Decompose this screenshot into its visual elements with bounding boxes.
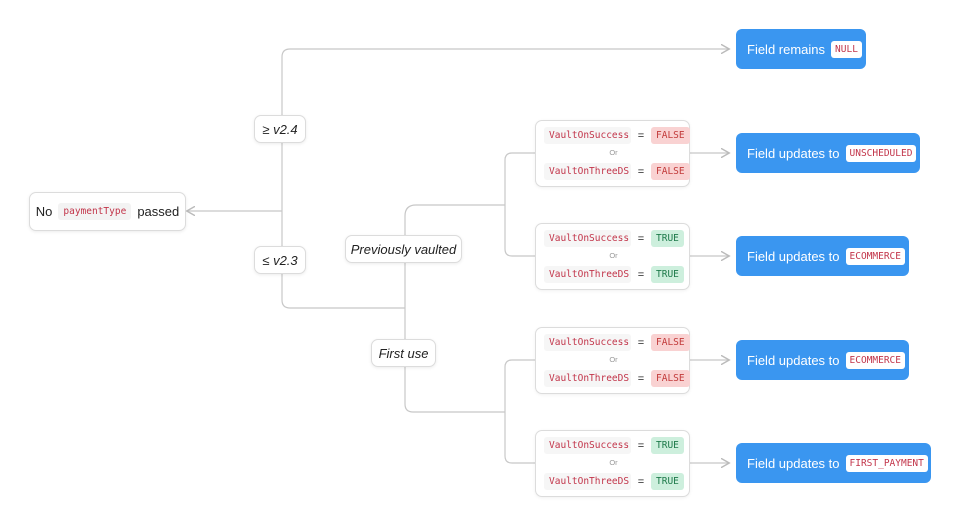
- condition-value: TRUE: [651, 437, 684, 454]
- condition-value: TRUE: [651, 473, 684, 490]
- condition-value: FALSE: [651, 334, 690, 351]
- condition-box: VaultOnSuccess = FALSE Or VaultOnThreeDS = F…: [535, 120, 690, 187]
- result-ecommerce: Field updates to ECOMMERCE: [736, 340, 909, 380]
- version-new-node: ≥ v2.4: [254, 115, 306, 143]
- equals-sign: =: [637, 268, 645, 281]
- result-label: Field updates to: [747, 352, 840, 368]
- equals-sign: =: [637, 336, 645, 349]
- version-old-node: ≤ v2.3: [254, 246, 306, 274]
- result-unscheduled: Field updates to UNSCHEDULED: [736, 133, 920, 173]
- result-tag: ECOMMERCE: [845, 247, 905, 265]
- condition-var: VaultOnSuccess: [544, 127, 631, 144]
- condition-var: VaultOnThreeDS: [544, 266, 631, 283]
- root-node: No paymentType passed: [29, 192, 186, 231]
- equals-sign: =: [637, 129, 645, 142]
- or-label: Or: [609, 148, 618, 157]
- condition-var: VaultOnThreeDS: [544, 163, 631, 180]
- result-label: Field updates to: [747, 455, 840, 471]
- result-ecommerce: Field updates to ECOMMERCE: [736, 236, 909, 276]
- result-tag: NULL: [831, 40, 862, 58]
- condition-var: VaultOnThreeDS: [544, 473, 631, 490]
- result-tag: UNSCHEDULED: [845, 144, 917, 162]
- first-use-node: First use: [371, 339, 436, 367]
- root-suffix: passed: [137, 204, 180, 219]
- result-tag: ECOMMERCE: [845, 351, 905, 369]
- condition-var: VaultOnSuccess: [544, 437, 631, 454]
- first-use-label: First use: [378, 345, 429, 361]
- condition-value: FALSE: [651, 163, 690, 180]
- equals-sign: =: [637, 475, 645, 488]
- previously-vaulted-node: Previously vaulted: [345, 235, 462, 263]
- equals-sign: =: [637, 232, 645, 245]
- version-new-label: ≥ v2.4: [262, 121, 298, 137]
- result-first-payment: Field updates to FIRST_PAYMENT: [736, 443, 931, 483]
- condition-box: VaultOnSuccess = TRUE Or VaultOnThreeDS = TR…: [535, 430, 690, 497]
- condition-value: TRUE: [651, 230, 684, 247]
- result-tag: FIRST_PAYMENT: [845, 454, 928, 472]
- or-label: Or: [609, 458, 618, 467]
- condition-var: VaultOnSuccess: [544, 334, 631, 351]
- result-null: Field remains NULL: [736, 29, 866, 69]
- or-label: Or: [609, 251, 618, 260]
- condition-box: VaultOnSuccess = TRUE Or VaultOnThreeDS = TR…: [535, 223, 690, 290]
- equals-sign: =: [637, 439, 645, 452]
- result-label: Field remains: [747, 41, 826, 57]
- equals-sign: =: [637, 165, 645, 178]
- version-old-label: ≤ v2.3: [262, 252, 298, 268]
- condition-var: VaultOnThreeDS: [544, 370, 631, 387]
- result-label: Field updates to: [747, 145, 840, 161]
- condition-box: VaultOnSuccess = FALSE Or VaultOnThreeDS = F…: [535, 327, 690, 394]
- or-label: Or: [609, 355, 618, 364]
- equals-sign: =: [637, 372, 645, 385]
- payment-type-code: paymentType: [58, 203, 132, 220]
- result-label: Field updates to: [747, 248, 840, 264]
- condition-value: TRUE: [651, 266, 684, 283]
- previously-vaulted-label: Previously vaulted: [350, 241, 457, 257]
- condition-value: FALSE: [651, 127, 690, 144]
- root-prefix: No: [35, 204, 53, 219]
- condition-var: VaultOnSuccess: [544, 230, 631, 247]
- condition-value: FALSE: [651, 370, 690, 387]
